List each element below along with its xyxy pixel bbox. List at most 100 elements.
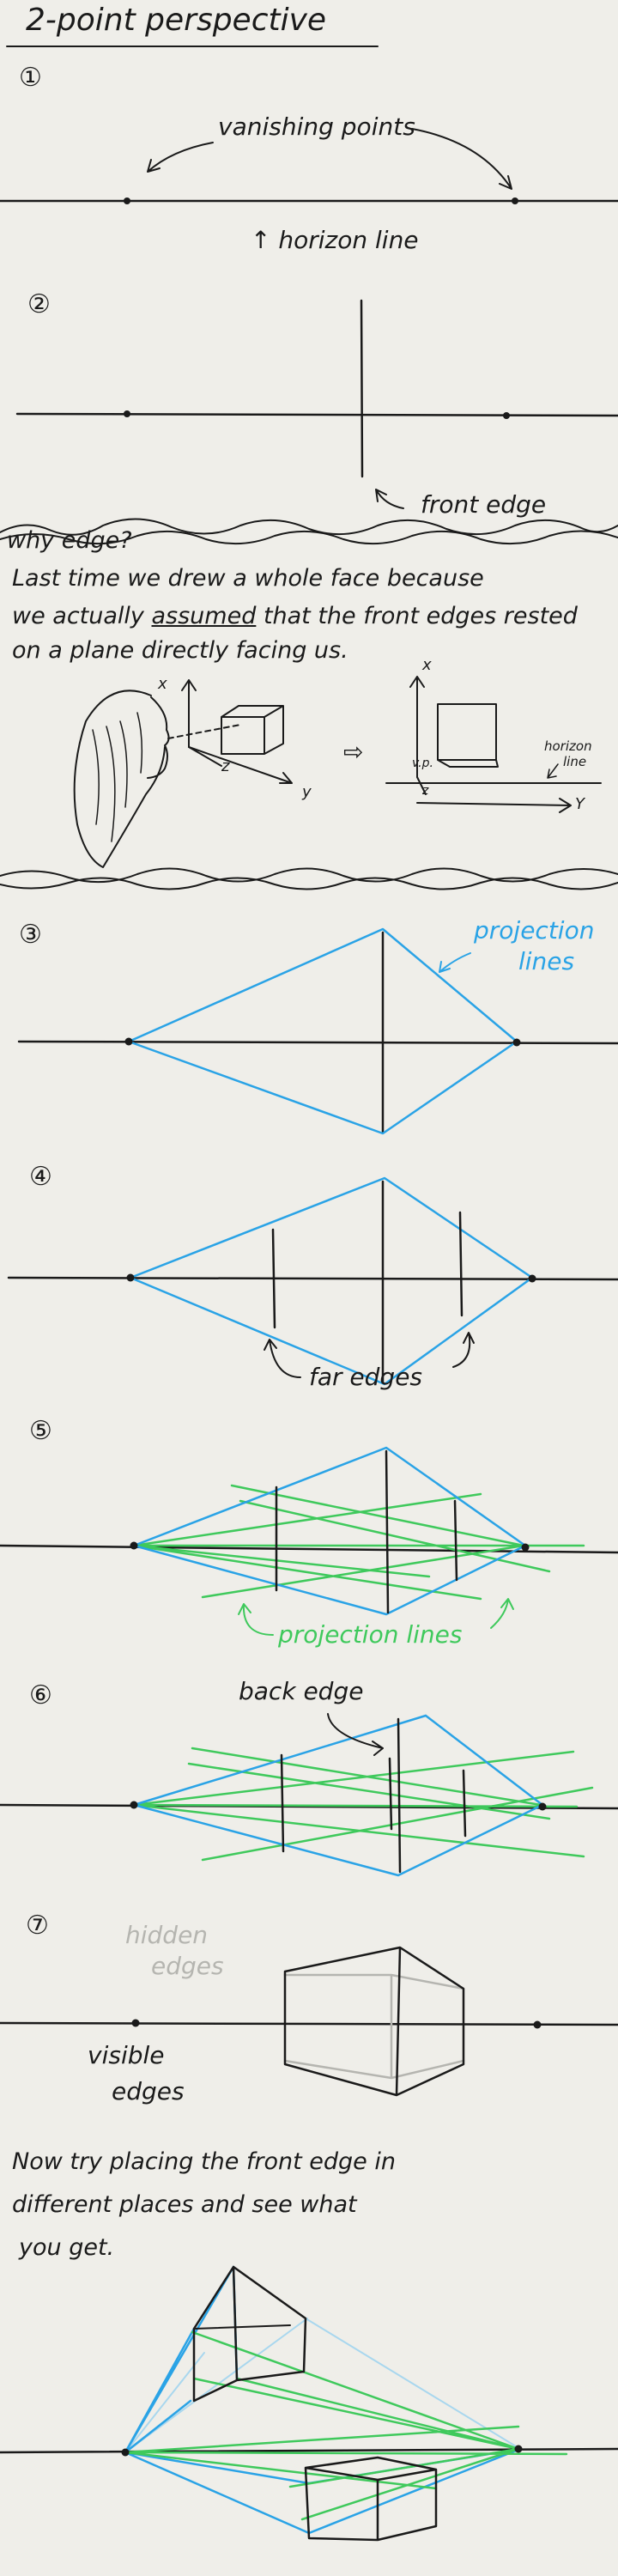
step5-diagram [0, 1446, 618, 1636]
closing-line-2: different places and see what [12, 2191, 357, 2218]
vanishing-point-right-1 [512, 197, 518, 204]
page-title: 2-point perspective [26, 3, 327, 38]
why-edge-line-2a: we actually [12, 603, 144, 629]
vp-arrow-left [147, 142, 214, 173]
axis-z-left [188, 746, 222, 767]
axis-z-right [416, 776, 427, 795]
light-blue-lines-final [124, 2318, 521, 2453]
label-hidden-2: edges [151, 1952, 224, 1980]
green-lines-5 [132, 1484, 585, 1601]
horizon-line-3 [17, 1040, 618, 1045]
axis-label-vp: v.p. [412, 756, 433, 770]
final-example [0, 2265, 618, 2542]
axis-label-z-left: z [221, 757, 230, 775]
back-edge-arrow [327, 1713, 384, 1756]
head-illustration [73, 679, 293, 868]
wavy-divider-bottom [0, 867, 618, 884]
step-number-2: ② [27, 289, 51, 319]
horizon-line-final [0, 2447, 618, 2454]
vanishing-point-left-1 [124, 197, 130, 204]
axis-label-x-left: x [158, 675, 167, 693]
label-back-edge: back edge [239, 1677, 364, 1705]
horizon-line-2 [15, 412, 618, 417]
why-edge-line-2b: that the front edges rested [263, 603, 578, 629]
far-edges-bracket-right [452, 1332, 475, 1368]
vanishing-point-left-6 [130, 1801, 138, 1809]
axis-y-left [188, 746, 293, 784]
projection-lines-3 [127, 927, 518, 1135]
step3-diagram [17, 927, 618, 1135]
axis-x-right [409, 676, 425, 778]
back-edge-6 [388, 1757, 393, 1831]
horizon-line-4 [7, 1276, 618, 1281]
vanishing-point-left-3 [124, 1037, 133, 1046]
hidden-edges-7 [283, 1973, 465, 2080]
vanishing-point-right-5 [521, 1543, 530, 1552]
horizon-line-7 [0, 2021, 618, 2026]
far-edge-left-4 [271, 1228, 276, 1329]
projection-illustration [385, 676, 602, 813]
step-number-5: ⑤ [29, 1416, 52, 1446]
axis-x-left [181, 679, 197, 748]
projection-label-bracket-left [238, 1603, 274, 1636]
step6-diagram [0, 1713, 618, 1877]
vanishing-point-right-6 [538, 1802, 547, 1811]
step4-diagram [7, 1176, 618, 1386]
vanishing-point-left-5 [130, 1541, 138, 1550]
axis-label-y-right: Y [575, 795, 585, 813]
front-edge-6 [397, 1717, 402, 1874]
axis-label-y-left: y [302, 783, 312, 801]
green-lines-6 [132, 1747, 594, 1862]
wavy-divider-top [0, 518, 618, 536]
axis-label-x-right: x [422, 656, 432, 674]
wavy-divider-bottom-2 [0, 877, 618, 890]
label-projection-2: lines [518, 947, 575, 975]
vanishing-point-right-7 [533, 2020, 542, 2029]
step1-diagram [0, 128, 618, 204]
cube-left [221, 705, 284, 755]
label-visible-1: visible [88, 2041, 165, 2069]
hair-lines [92, 712, 143, 842]
vp-arrow-right [411, 128, 512, 190]
vanishing-point-right-final [514, 2445, 523, 2453]
top-box-final [192, 2265, 307, 2403]
closing-line-1: Now try placing the front edge in [12, 2148, 396, 2175]
label-horizon-line: ↑ horizon line [251, 226, 419, 254]
projection-lines-4 [129, 1176, 534, 1386]
front-edge-line [360, 299, 364, 478]
step-number-7: ⑦ [26, 1911, 49, 1941]
front-edge-arrow [375, 489, 404, 509]
transform-arrow: ⇨ [343, 738, 364, 766]
why-edge-assumed: assumed [151, 603, 257, 629]
why-edge-line-1: Last time we drew a whole face because [12, 565, 484, 592]
projection-label-bracket-right [490, 1598, 514, 1629]
vanishing-point-right-2 [503, 412, 510, 419]
far-edge-right-4 [458, 1211, 464, 1317]
projection-lines-5 [132, 1446, 527, 1616]
vanishing-point-left-7 [131, 2019, 140, 2027]
why-edge-heading: why edge? [7, 527, 132, 554]
label-projection-1: projection [474, 916, 595, 945]
label-hidden-1: hidden [125, 1921, 209, 1949]
closing-line-3: you get. [19, 2234, 115, 2261]
label-projection-lines-green: projection lines [278, 1620, 463, 1649]
bottom-box-final [304, 2456, 438, 2542]
wavy-divider-top-2 [0, 530, 618, 545]
why-edge-line-2: we actually assumed that the front edges… [12, 605, 578, 628]
step-number-6: ⑥ [29, 1680, 52, 1710]
projection-label-arrow [439, 952, 471, 973]
label-visible-2: edges [112, 2077, 185, 2105]
top-box-inner-final [193, 2324, 291, 2330]
sightline-dashed [167, 724, 241, 739]
far-edge-left-6 [280, 1753, 285, 1853]
horizon-note-2: line [563, 754, 587, 769]
front-edge-5 [385, 1449, 390, 1614]
label-far-edges: far edges [309, 1363, 423, 1391]
step2-diagram [15, 299, 618, 509]
step7-diagram [0, 1946, 618, 2097]
cube-right [437, 703, 499, 768]
horizon-note-1: horizon [544, 738, 592, 754]
horizon-note-arrow [547, 763, 559, 779]
step-number-3: ③ [19, 920, 42, 950]
